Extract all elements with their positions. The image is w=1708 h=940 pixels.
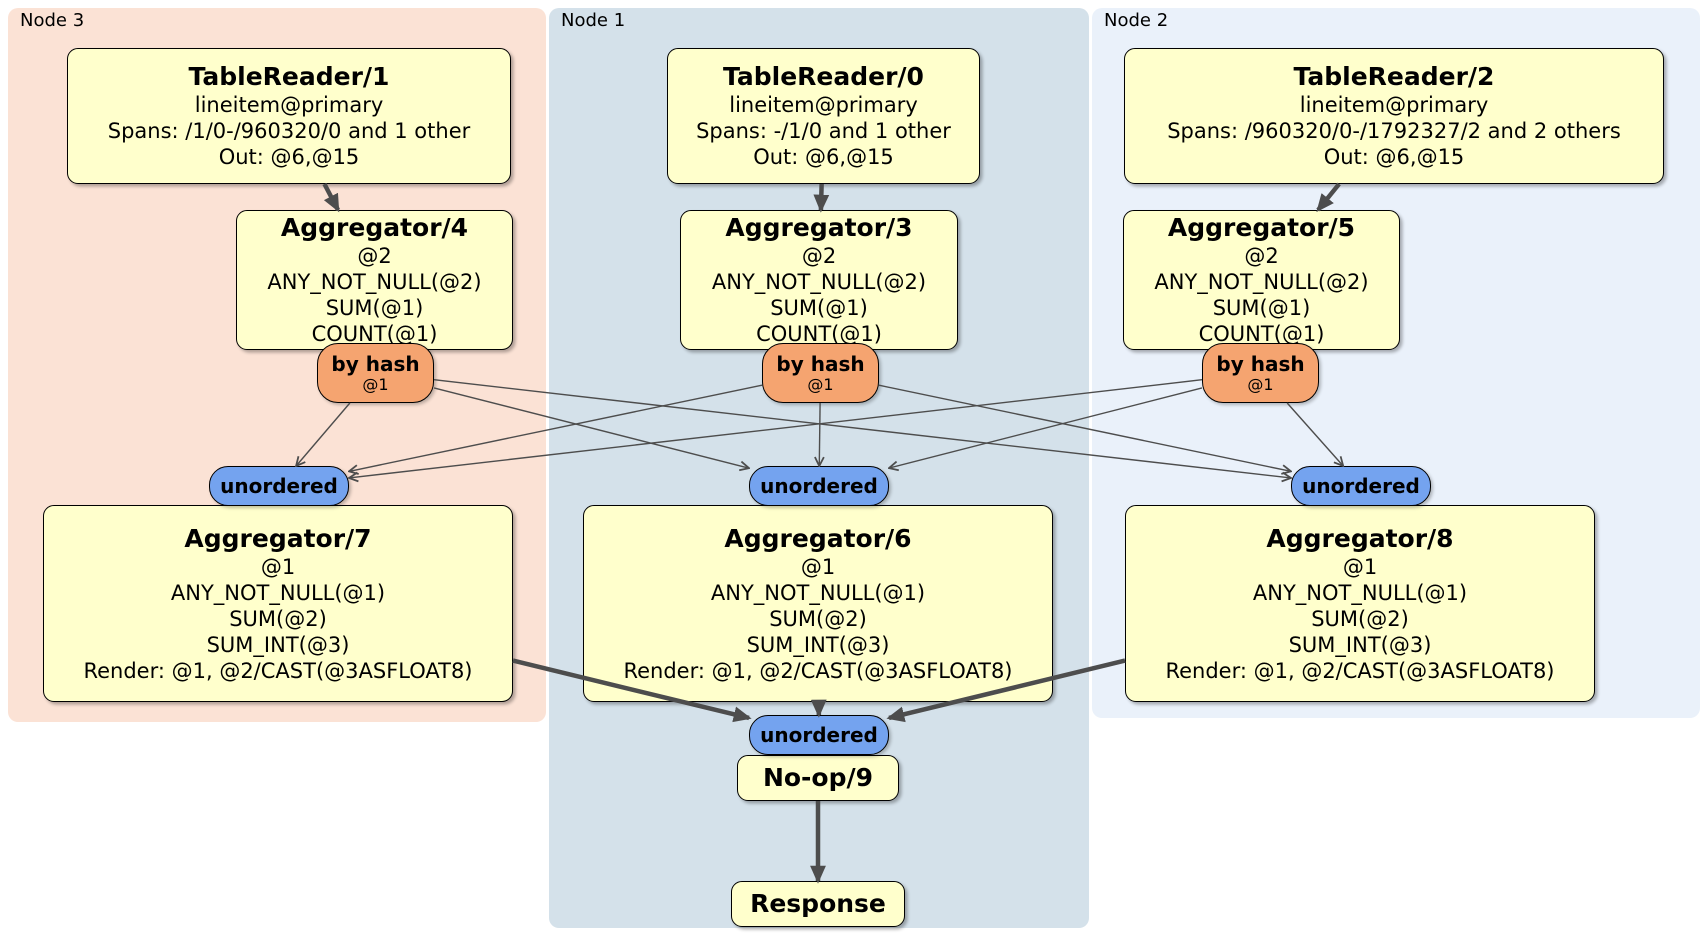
aggregator-6-box: Aggregator/6 @1 ANY_NOT_NULL(@1) SUM(@2)… <box>583 505 1053 702</box>
processor-line: @1 <box>260 554 296 579</box>
processor-line: Render: @1, @2/CAST(@3ASFLOAT8) <box>623 658 1013 683</box>
processor-line: ANY_NOT_NULL(@1) <box>710 580 926 605</box>
byhash-5-router: by hash @1 <box>1202 343 1319 403</box>
node-2-label: Node 2 <box>1104 10 1169 31</box>
processor-line: SUM_INT(@3) <box>206 632 350 657</box>
processor-line: Out: @6,@15 <box>218 145 360 169</box>
processor-line: COUNT(@1) <box>311 322 438 346</box>
processor-line: @1 <box>1342 554 1378 579</box>
processor-title: TableReader/0 <box>723 62 924 91</box>
processor-line: @1 <box>800 554 836 579</box>
sync-label: unordered <box>760 474 878 498</box>
processor-line: Render: @1, @2/CAST(@3ASFLOAT8) <box>83 658 473 683</box>
processor-line: Spans: /1/0-/960320/0 and 1 other <box>107 119 471 143</box>
node-1-label: Node 1 <box>561 10 626 31</box>
processor-line: SUM(@1) <box>770 296 868 320</box>
processor-title: Aggregator/7 <box>184 523 372 553</box>
processor-title: TableReader/1 <box>188 62 390 91</box>
response-box: Response <box>731 881 905 927</box>
processor-line: Spans: -/1/0 and 1 other <box>696 119 951 143</box>
tablereader-0-box: TableReader/0 lineitem@primary Spans: -/… <box>667 48 980 184</box>
processor-title: TableReader/2 <box>1293 62 1495 91</box>
processor-line: Spans: /960320/0-/1792327/2 and 2 others <box>1167 119 1621 143</box>
aggregator-8-box: Aggregator/8 @1 ANY_NOT_NULL(@1) SUM(@2)… <box>1125 505 1595 702</box>
processor-line: Out: @6,@15 <box>1323 145 1465 169</box>
noop-9-box: No-op/9 <box>737 755 899 801</box>
router-detail: @1 <box>1247 374 1274 394</box>
processor-line: COUNT(@1) <box>756 322 882 346</box>
node-3-label: Node 3 <box>20 10 85 31</box>
processor-line: lineitem@primary <box>194 93 384 117</box>
aggregator-5-box: Aggregator/5 @2 ANY_NOT_NULL(@2) SUM(@1)… <box>1123 210 1400 350</box>
sync-label: unordered <box>220 474 338 498</box>
processor-line: @2 <box>801 244 837 268</box>
processor-title: Aggregator/4 <box>280 213 469 242</box>
aggregator-4-box: Aggregator/4 @2 ANY_NOT_NULL(@2) SUM(@1)… <box>236 210 513 350</box>
processor-title: Aggregator/8 <box>1266 523 1454 553</box>
tablereader-2-box: TableReader/2 lineitem@primary Spans: /9… <box>1124 48 1664 184</box>
processor-line: SUM(@1) <box>325 296 424 320</box>
router-label: by hash <box>776 351 865 376</box>
unordered-8-sync: unordered <box>1291 466 1431 506</box>
unordered-6-sync: unordered <box>749 466 889 506</box>
processor-line: SUM(@2) <box>769 606 867 631</box>
processor-line: COUNT(@1) <box>1198 322 1325 346</box>
processor-line: ANY_NOT_NULL(@2) <box>267 270 482 294</box>
processor-line: @2 <box>1244 244 1279 268</box>
processor-line: SUM_INT(@3) <box>1288 632 1432 657</box>
processor-line: @2 <box>357 244 392 268</box>
unordered-7-sync: unordered <box>209 466 349 506</box>
processor-title: No-op/9 <box>762 763 874 792</box>
unordered-final-sync: unordered <box>749 715 889 755</box>
router-label: by hash <box>331 351 420 376</box>
processor-line: SUM_INT(@3) <box>746 632 890 657</box>
processor-line: ANY_NOT_NULL(@1) <box>1252 580 1468 605</box>
aggregator-7-box: Aggregator/7 @1 ANY_NOT_NULL(@1) SUM(@2)… <box>43 505 513 702</box>
processor-line: SUM(@2) <box>229 606 327 631</box>
processor-line: lineitem@primary <box>729 93 918 117</box>
router-detail: @1 <box>362 374 389 394</box>
tablereader-1-box: TableReader/1 lineitem@primary Spans: /1… <box>67 48 511 184</box>
processor-line: ANY_NOT_NULL(@1) <box>170 580 386 605</box>
byhash-3-router: by hash @1 <box>762 343 879 403</box>
byhash-4-router: by hash @1 <box>317 343 434 403</box>
processor-title: Response <box>750 889 886 918</box>
processor-title: Aggregator/3 <box>725 213 913 242</box>
router-label: by hash <box>1216 351 1305 376</box>
sync-label: unordered <box>760 723 878 747</box>
aggregator-3-box: Aggregator/3 @2 ANY_NOT_NULL(@2) SUM(@1)… <box>680 210 958 350</box>
processor-line: ANY_NOT_NULL(@2) <box>1154 270 1369 294</box>
processor-line: Out: @6,@15 <box>753 145 894 169</box>
router-detail: @1 <box>807 374 834 394</box>
processor-title: Aggregator/6 <box>724 523 912 553</box>
processor-line: ANY_NOT_NULL(@2) <box>711 270 927 294</box>
sync-label: unordered <box>1302 474 1420 498</box>
processor-line: SUM(@2) <box>1311 606 1409 631</box>
processor-line: Render: @1, @2/CAST(@3ASFLOAT8) <box>1165 658 1555 683</box>
processor-line: SUM(@1) <box>1212 296 1311 320</box>
processor-title: Aggregator/5 <box>1167 213 1356 242</box>
processor-line: lineitem@primary <box>1299 93 1489 117</box>
